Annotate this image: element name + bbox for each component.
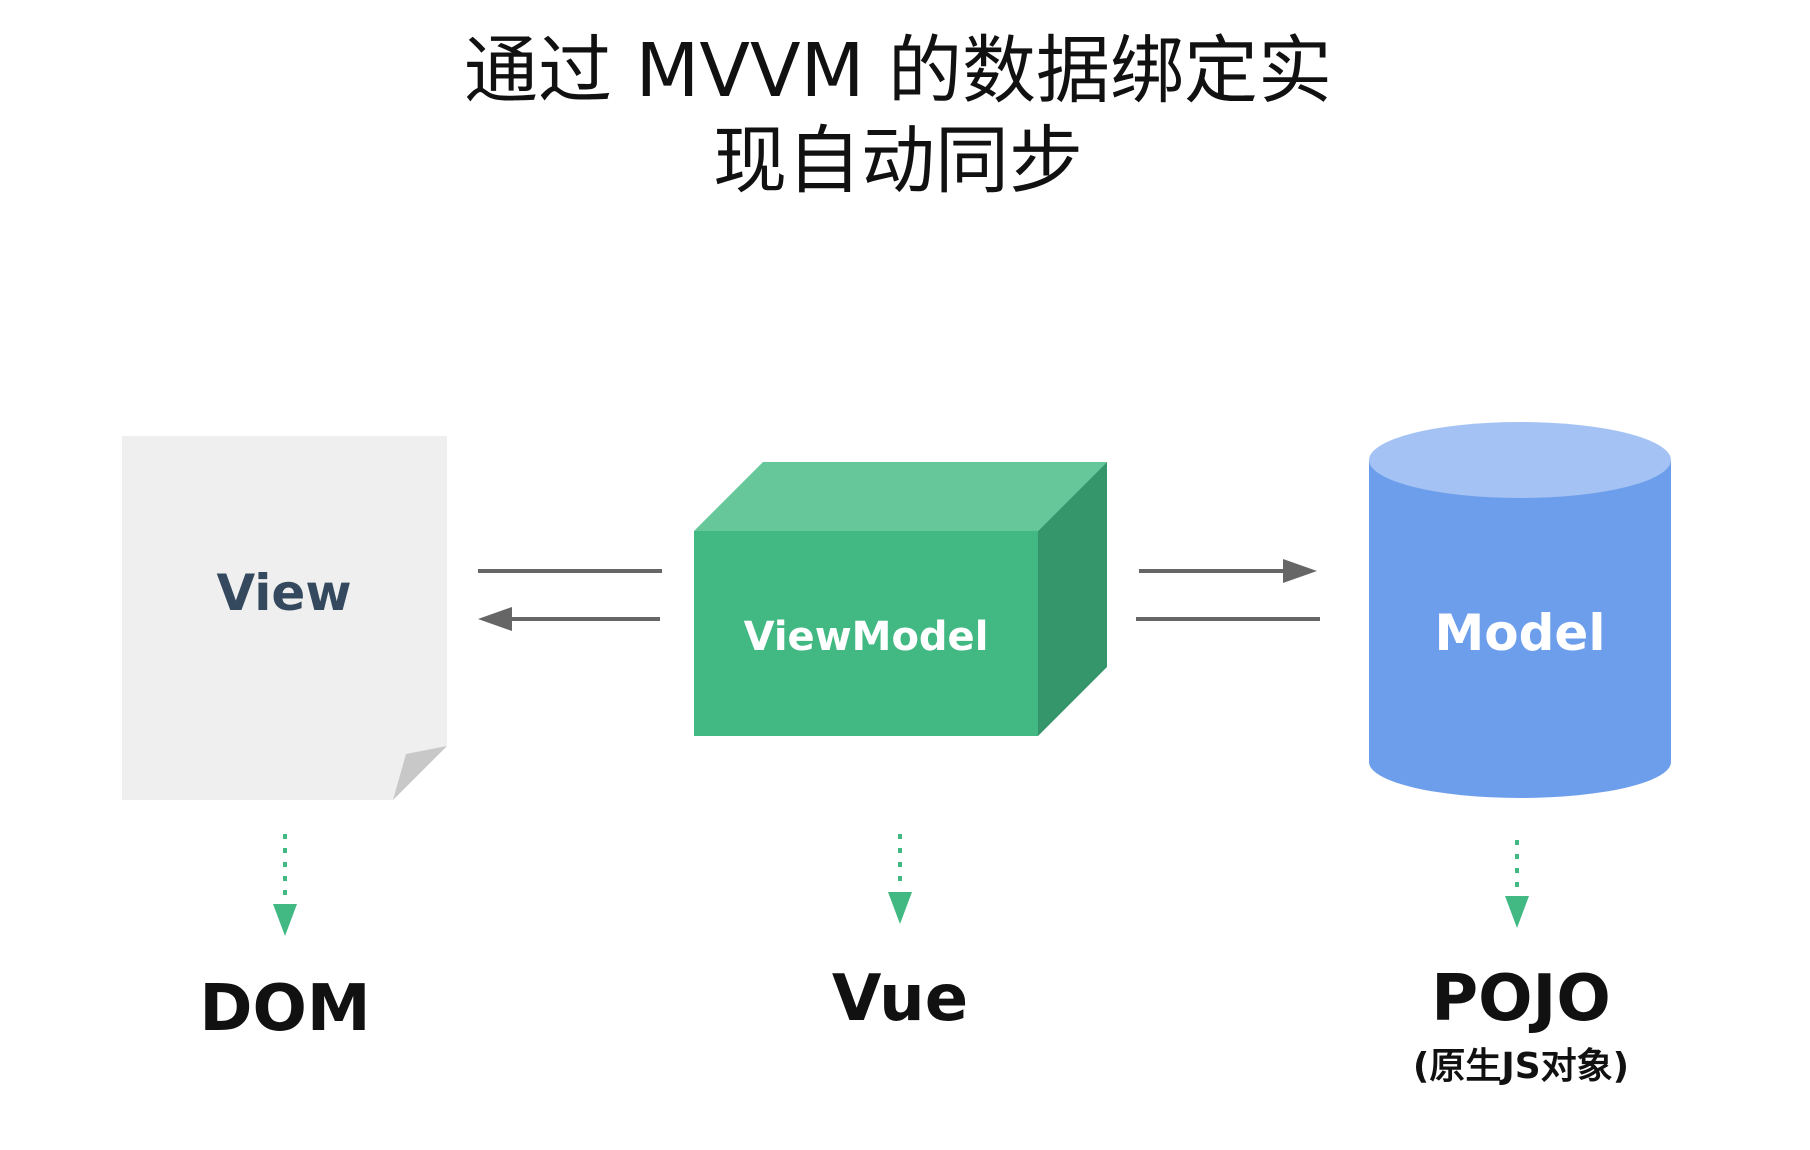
arrowhead-down-icon <box>1505 896 1529 928</box>
dotted-arrow-viewmodel <box>888 834 912 924</box>
cylinder-top-face <box>1369 422 1671 498</box>
cube-top-face <box>694 462 1107 531</box>
arrowhead-left-icon <box>478 607 512 631</box>
view-label: View <box>216 564 351 622</box>
title-line-2: 现自动同步 <box>713 118 1083 204</box>
cube-side-face <box>1038 462 1107 736</box>
document-fold-corner <box>393 746 447 800</box>
view-document: View <box>122 436 447 800</box>
cube-icon <box>694 531 1038 736</box>
viewmodel-model-arrows <box>1136 559 1320 621</box>
arrowhead-down-icon <box>888 892 912 924</box>
dom-label: DOM <box>199 972 370 1046</box>
vue-label: Vue <box>832 962 968 1036</box>
arrowhead-right-icon <box>1283 559 1317 583</box>
model-cylinder: Model <box>1369 422 1671 798</box>
arrowhead-down-icon <box>273 904 297 936</box>
database-cylinder-icon <box>1369 460 1671 798</box>
pojo-label: POJO <box>1431 962 1611 1036</box>
viewmodel-cube: ViewModel <box>694 462 1107 736</box>
title-line-1: 通过 MVVM 的数据绑定实 <box>464 28 1332 114</box>
dotted-arrow-view <box>273 834 297 936</box>
document-icon <box>122 436 447 800</box>
pojo-note-label: (原生JS对象) <box>1413 1046 1629 1087</box>
model-label: Model <box>1435 604 1606 662</box>
viewmodel-label: ViewModel <box>744 614 989 660</box>
diagram-title: 通过 MVVM 的数据绑定实 现自动同步 <box>464 28 1332 204</box>
dotted-arrow-model <box>1505 840 1529 928</box>
view-viewmodel-arrows <box>478 569 662 631</box>
